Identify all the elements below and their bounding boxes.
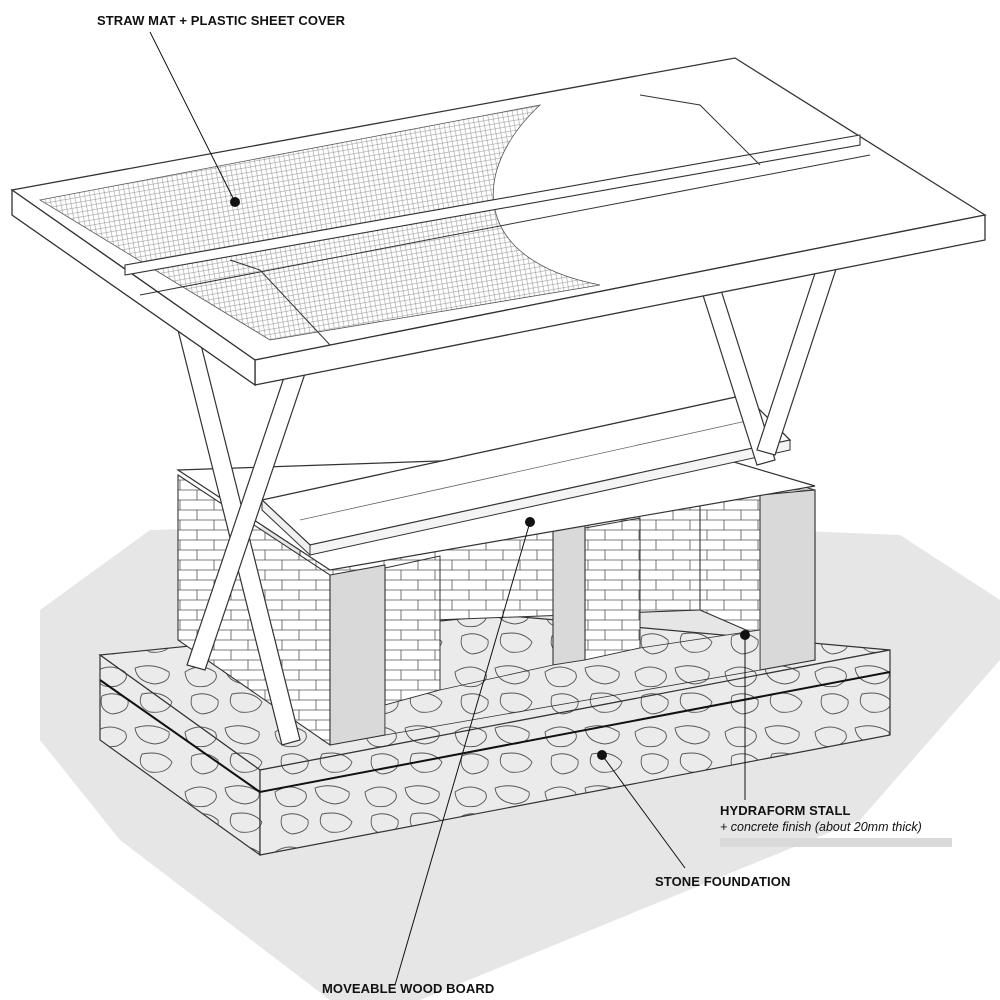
foundation-label: STONE FOUNDATION: [655, 874, 791, 889]
moveable-wood-board: [260, 394, 792, 557]
support-posts: [177, 257, 839, 746]
stall-note-underline: [720, 838, 952, 847]
leader-dots: [230, 197, 750, 760]
roof-frame: [10, 57, 987, 387]
stall-label: HYDRAFORM STALL: [720, 803, 851, 818]
cover-label: STRAW MAT + PLASTIC SHEET COVER: [97, 13, 346, 28]
stall-note: + concrete finish (about 20mm thick): [720, 820, 922, 834]
leader-lines: [149, 31, 746, 986]
board-label: MOVEABLE WOOD BOARD: [322, 981, 495, 996]
